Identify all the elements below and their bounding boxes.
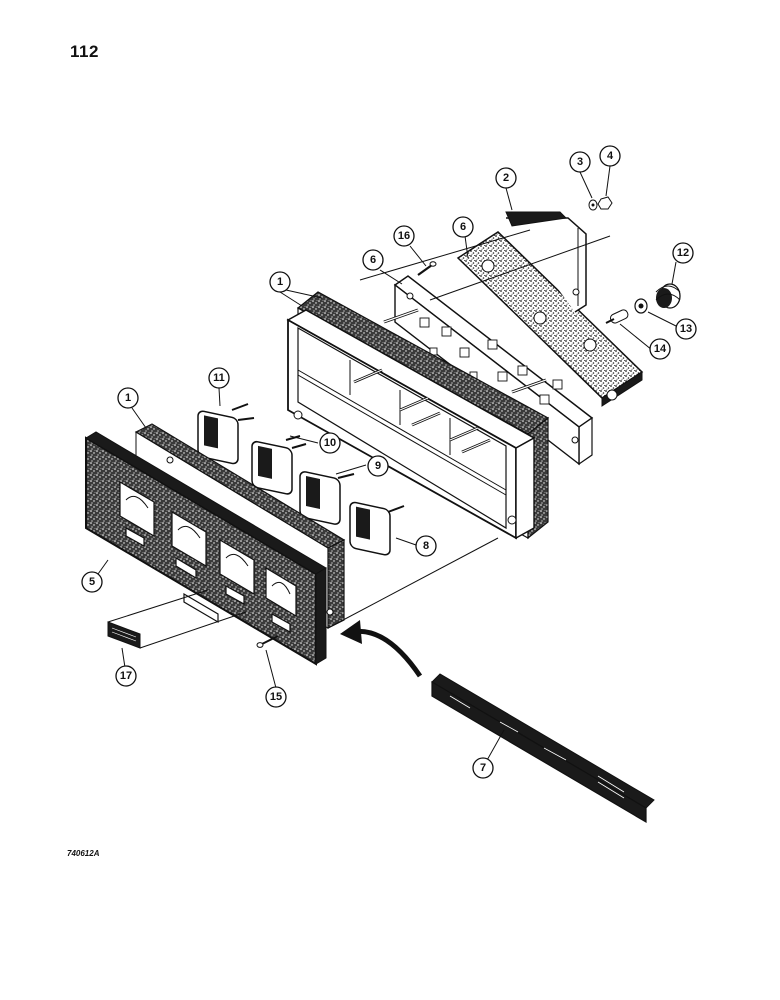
svg-text:16: 16 bbox=[398, 230, 410, 242]
bulb bbox=[605, 309, 629, 324]
svg-text:1: 1 bbox=[277, 276, 283, 288]
svg-text:12: 12 bbox=[677, 247, 689, 259]
svg-text:8: 8 bbox=[423, 540, 429, 552]
callout-3: 3 bbox=[569, 151, 591, 173]
washer bbox=[588, 199, 598, 211]
callout-1-rear: 1 bbox=[269, 271, 291, 293]
indicator-module bbox=[299, 471, 355, 525]
callout-16: 16 bbox=[393, 225, 415, 247]
indicator-module bbox=[197, 403, 255, 465]
screw bbox=[383, 308, 547, 394]
svg-text:10: 10 bbox=[324, 437, 336, 449]
screw bbox=[256, 635, 279, 648]
front-bezel bbox=[85, 431, 327, 666]
callout-7: 7 bbox=[472, 757, 494, 779]
callout-9: 9 bbox=[367, 455, 389, 477]
callout-11: 11 bbox=[208, 367, 230, 389]
svg-text:6: 6 bbox=[460, 221, 466, 233]
callout-10: 10 bbox=[319, 432, 341, 454]
svg-text:9: 9 bbox=[375, 460, 381, 472]
lamp-socket bbox=[655, 283, 681, 309]
curved-arrow-icon bbox=[340, 620, 423, 678]
housing bbox=[286, 291, 550, 540]
decal-strip bbox=[431, 673, 655, 824]
callout-12: 12 bbox=[672, 242, 694, 264]
callout-1-front: 1 bbox=[117, 387, 139, 409]
callout-2: 2 bbox=[495, 167, 517, 189]
svg-text:11: 11 bbox=[213, 372, 225, 384]
svg-text:14: 14 bbox=[654, 343, 667, 355]
svg-text:4: 4 bbox=[607, 150, 614, 162]
indicator-module bbox=[349, 501, 405, 556]
indicator-module bbox=[251, 435, 307, 495]
svg-text:13: 13 bbox=[680, 323, 692, 335]
nut bbox=[597, 196, 613, 210]
screw bbox=[417, 261, 437, 276]
callout-8: 8 bbox=[415, 535, 437, 557]
label bbox=[107, 621, 141, 649]
callout-13: 13 bbox=[675, 318, 697, 340]
callout-4: 4 bbox=[599, 145, 621, 167]
svg-text:3: 3 bbox=[577, 156, 583, 168]
svg-text:5: 5 bbox=[89, 576, 95, 588]
callout-14: 14 bbox=[649, 338, 671, 360]
svg-text:15: 15 bbox=[270, 691, 282, 703]
callout-6-plate: 6 bbox=[452, 216, 474, 238]
callout-6-board: 6 bbox=[362, 249, 384, 271]
support-bracket bbox=[505, 211, 587, 313]
page-number: 112 bbox=[70, 42, 99, 61]
svg-text:2: 2 bbox=[503, 172, 509, 184]
lamp-holder bbox=[634, 298, 648, 314]
svg-text:7: 7 bbox=[480, 762, 486, 774]
svg-text:6: 6 bbox=[370, 254, 376, 266]
callout-15: 15 bbox=[265, 686, 287, 708]
svg-text:1: 1 bbox=[125, 392, 131, 404]
callout-5: 5 bbox=[81, 571, 103, 593]
figure-code: 740612A bbox=[67, 849, 100, 858]
svg-text:17: 17 bbox=[120, 670, 132, 682]
callout-17: 17 bbox=[115, 665, 137, 687]
